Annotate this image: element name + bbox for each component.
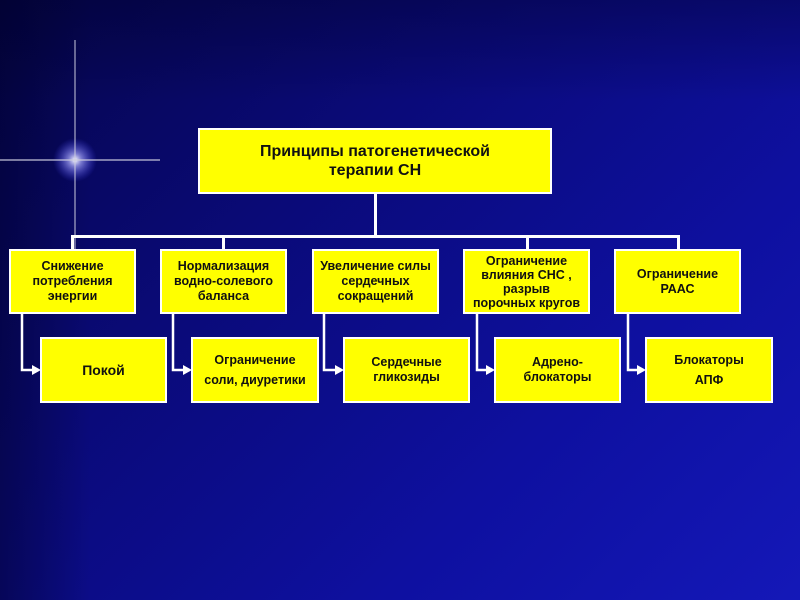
connector-trunk bbox=[374, 193, 377, 237]
connector-drop bbox=[222, 235, 225, 250]
arrow bbox=[171, 313, 187, 372]
therapy-box-rest: Покой bbox=[40, 337, 167, 403]
arrow bbox=[322, 313, 339, 372]
therapy-box-glycosides: Сердечные гликозиды bbox=[343, 337, 470, 403]
principle-box-water-salt: Нормализация водно-солевого баланса bbox=[160, 249, 287, 314]
connector-drop bbox=[526, 235, 529, 250]
connector-drop bbox=[677, 235, 680, 250]
connector-bus bbox=[71, 235, 680, 238]
principle-box-contractility: Увеличение силы сердечных сокращений bbox=[312, 249, 439, 314]
principle-box-energy: Снижение потребления энергии bbox=[9, 249, 136, 314]
principle-box-raas: Ограничение РААС bbox=[614, 249, 741, 314]
therapy-box-adrenoblockers: Адрено- блокаторы bbox=[494, 337, 621, 403]
therapy-box-diuretics: Ограничение соли, диуретики bbox=[191, 337, 319, 403]
arrow bbox=[20, 313, 36, 372]
arrow bbox=[475, 313, 490, 372]
principle-box-sns: Ограничение влияния СНС , разрыв порочны… bbox=[463, 249, 590, 314]
arrow bbox=[626, 313, 641, 372]
therapy-box-ace-inhibitors: Блокаторы АПФ bbox=[645, 337, 773, 403]
main-title-box: Принципы патогенетической терапии СН bbox=[198, 128, 552, 194]
connector-drop bbox=[71, 235, 74, 250]
